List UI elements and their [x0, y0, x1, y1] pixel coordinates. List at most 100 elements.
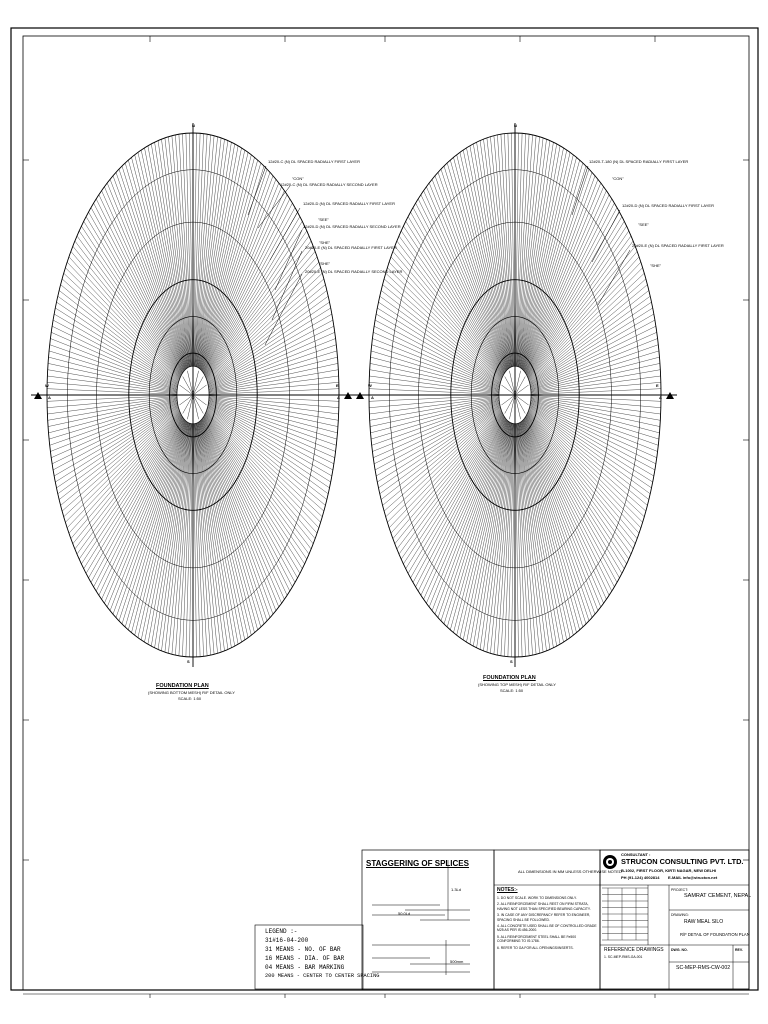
radial-bar: [530, 400, 659, 446]
radial-bar: [207, 407, 325, 512]
radial-bar: [168, 136, 191, 367]
radial-bar: [207, 273, 323, 382]
radial-bar: [473, 143, 511, 368]
radial-bar: [434, 175, 507, 371]
radial-bar: [456, 154, 509, 369]
radial-bar: [528, 251, 638, 380]
radial-bar: [67, 262, 180, 381]
radial-bar: [202, 417, 285, 600]
radial-bar: [431, 179, 507, 372]
radial-bar: [385, 273, 501, 382]
radial-bar: [394, 246, 502, 379]
radial-bar: [524, 418, 601, 608]
left-annotation-10: 20#20-E (N) DL SPACED RADIALLY SECOND LA…: [305, 269, 403, 274]
radial-bar: [182, 133, 192, 367]
radial-bar: [101, 190, 184, 373]
radial-bar: [516, 134, 530, 367]
radial-bar: [55, 404, 178, 483]
radial-bar: [206, 246, 314, 379]
radial-bar: [530, 399, 659, 440]
radial-bar: [379, 405, 501, 494]
radial-bar: [392, 251, 502, 380]
radial-bar: [517, 137, 544, 367]
radial-bar: [194, 423, 211, 656]
radial-bar: [527, 226, 627, 377]
left-axis-e: E: [336, 383, 339, 388]
radial-bar: [530, 396, 661, 415]
radial-bar: [519, 422, 557, 647]
radial-bar: [483, 139, 512, 367]
radial-bar: [528, 411, 636, 544]
radial-bar: [54, 313, 178, 387]
radial-bar: [515, 423, 523, 657]
radial-bar: [202, 417, 282, 604]
radial-bar: [466, 422, 510, 643]
radial-bar: [157, 422, 190, 650]
radial-bar: [379, 296, 501, 385]
radial-bar: [207, 406, 328, 500]
radial-bar: [515, 423, 519, 657]
radial-bar: [198, 147, 242, 368]
radial-bar: [203, 203, 293, 374]
radial-bar: [49, 400, 178, 446]
radial-bar: [370, 363, 500, 392]
radial-bar: [48, 398, 178, 427]
note-item-3: 3. IN CASE OF ANY DISCREPANCY REFER TO E…: [497, 913, 591, 922]
note-item-2: 2. ALL REINFORCEMENT SHALL REST ON FIRM …: [497, 902, 591, 911]
radial-bar: [383, 278, 501, 383]
radial-bar: [380, 290, 501, 384]
radial-bar: [529, 301, 652, 385]
radial-bar: [530, 396, 661, 408]
radial-bar: [208, 396, 339, 408]
radial-bar: [208, 403, 332, 477]
right-plan-subtitle: (SHOWING TOP MESH) R/F DETAIL ONLY: [478, 682, 556, 687]
radial-bar: [134, 421, 187, 636]
radial-bar: [60, 284, 179, 384]
radial-bar: [530, 319, 655, 387]
radial-bar: [88, 211, 182, 375]
radial-bar: [196, 422, 229, 650]
left-plan-scale: SCALE: 1:50: [178, 696, 202, 701]
right-plan-title: FOUNDATION PLAN: [483, 675, 536, 681]
section-marker-left: [34, 392, 42, 399]
radial-bar: [48, 356, 178, 391]
radial-bar: [521, 421, 577, 633]
radial-bar: [517, 423, 540, 654]
leader-line: [247, 165, 267, 216]
radial-bar: [65, 408, 180, 523]
radial-bar: [453, 421, 509, 633]
radial-bar: [101, 417, 184, 600]
note-item-1: 1. DO NOT SCALE. WORK TO DIMENSIONS ONLY…: [497, 896, 577, 900]
left-annotation-6: 12#20-D (N) DL SPACED RADIALLY SECOND LA…: [303, 224, 401, 229]
radial-bar: [195, 423, 218, 654]
radial-bar: [369, 369, 500, 393]
radial-bar: [371, 400, 500, 446]
radial-bar: [208, 350, 337, 391]
radial-bar: [529, 408, 645, 517]
company-email: E-MAIL info@structon.net: [668, 875, 718, 880]
radial-bar: [390, 410, 502, 534]
radial-bar: [440, 169, 508, 371]
radial-bar: [198, 421, 249, 638]
radial-bar: [83, 414, 182, 569]
radial-bar: [54, 403, 178, 477]
staggering-title: STAGGERING OF SPLICES: [366, 859, 469, 868]
radial-bar: [528, 410, 638, 539]
radial-bar: [376, 403, 500, 477]
radial-bar: [525, 416, 615, 587]
radial-bar: [104, 417, 184, 604]
radial-bar: [522, 420, 587, 625]
radial-bar: [79, 230, 181, 378]
radial-bar: [61, 278, 179, 383]
radial-bar: [459, 421, 510, 638]
notes-title: NOTES:-: [497, 887, 518, 893]
radial-bar: [530, 375, 661, 394]
left-axis-s: S: [187, 659, 190, 664]
radial-bar: [368, 395, 499, 402]
radial-bar: [443, 165, 508, 370]
radial-bar: [517, 423, 544, 653]
radial-bar: [47, 369, 178, 393]
radial-bar: [202, 190, 285, 373]
radial-bar: [522, 419, 590, 621]
